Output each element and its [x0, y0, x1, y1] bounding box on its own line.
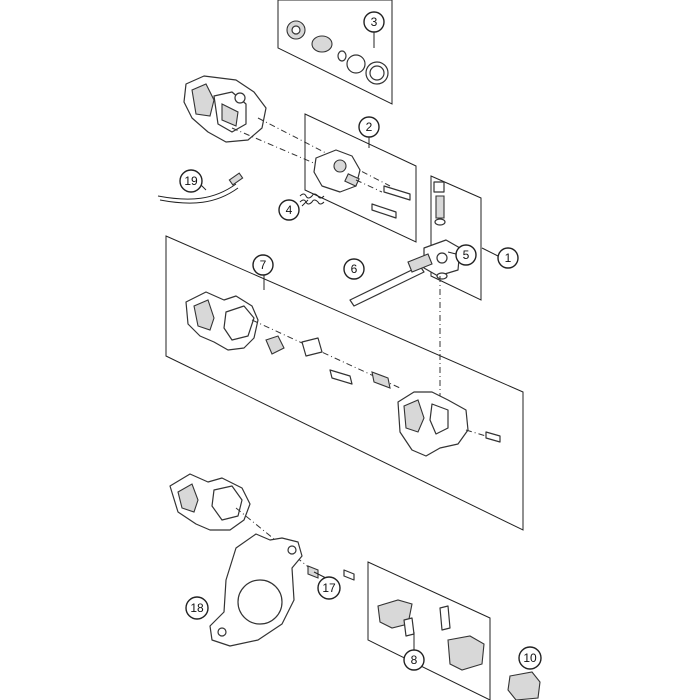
callout-8-label: 8	[411, 653, 418, 667]
callout-8: 8	[403, 649, 425, 671]
callout-10: 10	[518, 646, 542, 670]
callout-4: 4	[278, 199, 300, 221]
dust-boot-part	[265, 335, 285, 355]
seal-kit-group	[277, 0, 393, 105]
callout-17-label: 17	[322, 581, 336, 595]
bleeder-cap-part	[433, 181, 445, 193]
guide-pin-lower	[371, 203, 397, 219]
pad-10-group	[507, 671, 541, 700]
callout-18: 18	[185, 596, 209, 620]
brake-cable-part	[157, 183, 237, 200]
callout-5-label: 5	[463, 248, 470, 262]
callout-6-label: 6	[351, 262, 358, 276]
small-seal-part	[337, 50, 347, 62]
seal-kit-frame	[277, 0, 393, 105]
callout-7-label: 7	[260, 258, 267, 272]
callout-10-label: 10	[523, 651, 537, 665]
bleeder-frame	[430, 175, 482, 301]
caliper-assembly-top	[183, 75, 391, 187]
callout-2-label: 2	[366, 120, 373, 134]
callout-18-label: 18	[190, 601, 204, 615]
axis-top-to-bracket	[231, 127, 331, 171]
callout-6: 6	[343, 258, 365, 280]
brake-pads-frame	[367, 561, 491, 700]
pad-clip-right	[439, 605, 451, 631]
brake-pad-right	[447, 635, 485, 671]
guide-pin-upper	[383, 185, 411, 201]
callout-1: 1	[497, 247, 519, 269]
spring-part	[299, 193, 325, 199]
callout-2: 2	[358, 116, 380, 138]
callout-3-label: 3	[371, 15, 378, 29]
slide-pin-part	[301, 337, 323, 357]
mount-bolt-part	[485, 431, 501, 443]
callout-5: 5	[455, 244, 477, 266]
callout-7: 7	[252, 254, 274, 276]
brake-cable-group	[157, 172, 244, 204]
brake-line-part	[349, 265, 425, 307]
piston-disc-part	[311, 35, 333, 53]
brake-pads-group	[367, 561, 491, 700]
bleeder-screw-part	[435, 195, 445, 219]
o-ring-part	[346, 54, 366, 74]
callout-17: 17	[317, 576, 341, 600]
mounting-bracket-group	[209, 533, 355, 647]
callout-3: 3	[363, 11, 385, 33]
callout-19-label: 19	[184, 174, 198, 188]
pin-kit-group	[304, 113, 417, 243]
caliper-kit-group	[165, 235, 524, 531]
pad-clip-left	[403, 617, 415, 637]
pin-kit-frame	[304, 113, 417, 243]
pad-carrier-lower	[169, 473, 313, 571]
bleeder-group	[423, 175, 482, 400]
pad-part	[507, 671, 541, 700]
brake-line-group	[349, 253, 433, 307]
caliper-kit-frame	[165, 235, 524, 531]
callout-19: 19	[179, 169, 203, 193]
callout-4-label: 4	[286, 203, 293, 217]
spring-group	[299, 193, 325, 205]
callout-1-label: 1	[505, 251, 512, 265]
